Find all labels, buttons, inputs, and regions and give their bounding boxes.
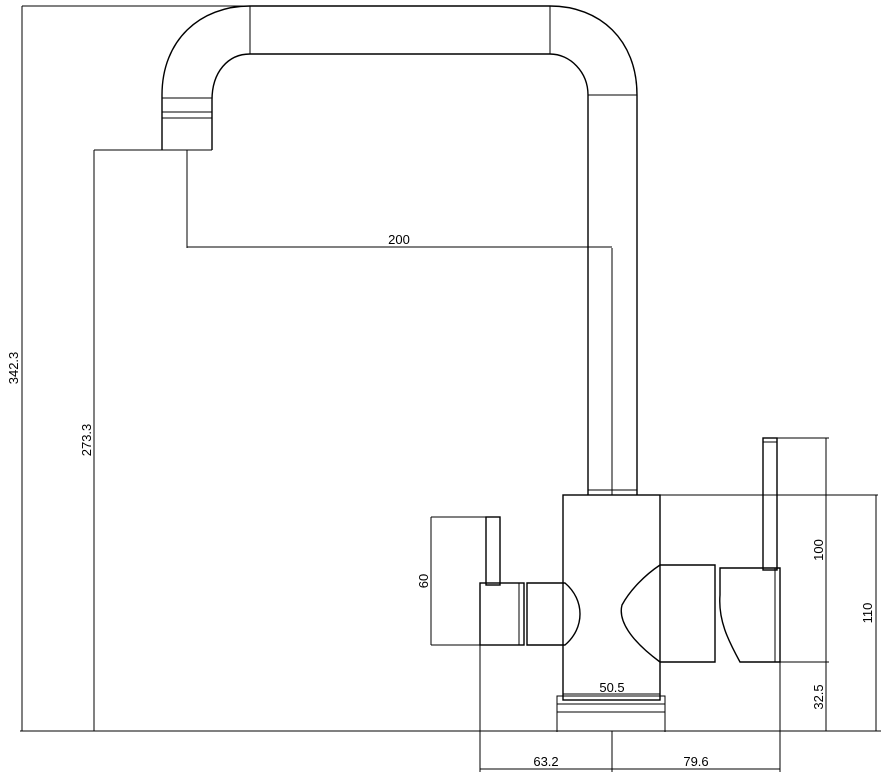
dim-base-width: 50.5	[563, 680, 660, 695]
dim-right-handle-label: 100	[811, 539, 826, 561]
dim-body-height-label: 110	[860, 603, 875, 624]
spout	[161, 5, 638, 495]
dim-base-height: 32.5	[811, 662, 827, 731]
spout-outer-left-bend	[161, 5, 638, 495]
dim-left-handle: 60	[416, 516, 500, 646]
dim-left-offset-label: 63.2	[533, 754, 558, 769]
dim-spout-reach-label: 200	[388, 232, 410, 247]
body-column	[562, 494, 661, 701]
dim-bottom-offsets: 63.2 79.6	[479, 645, 781, 772]
spout-inner-curve	[211, 53, 589, 495]
dim-outlet-height: 273.3	[79, 149, 162, 731]
right-lever	[762, 437, 778, 571]
faucet-body	[556, 494, 666, 732]
left-handle-cartridge	[526, 582, 581, 646]
dim-total-height: 342.3	[6, 5, 250, 731]
dim-total-height-label: 342.3	[6, 352, 21, 385]
left-handle	[479, 516, 581, 646]
dim-right-offset-label: 79.6	[683, 754, 708, 769]
dim-right-handle: 100	[777, 437, 829, 663]
right-handle	[620, 437, 781, 663]
dim-left-handle-label: 60	[416, 574, 431, 588]
right-handle-cartridge	[620, 564, 716, 663]
dim-spout-reach: 200	[186, 150, 613, 495]
left-lever	[485, 516, 501, 586]
left-handle-knob	[479, 582, 525, 646]
dim-base-width-label: 50.5	[599, 680, 624, 695]
dim-base-height-label: 32.5	[811, 684, 826, 709]
right-handle-knob	[719, 567, 781, 663]
dim-outlet-height-label: 273.3	[79, 424, 94, 457]
dim-body-height: 110	[660, 494, 878, 731]
